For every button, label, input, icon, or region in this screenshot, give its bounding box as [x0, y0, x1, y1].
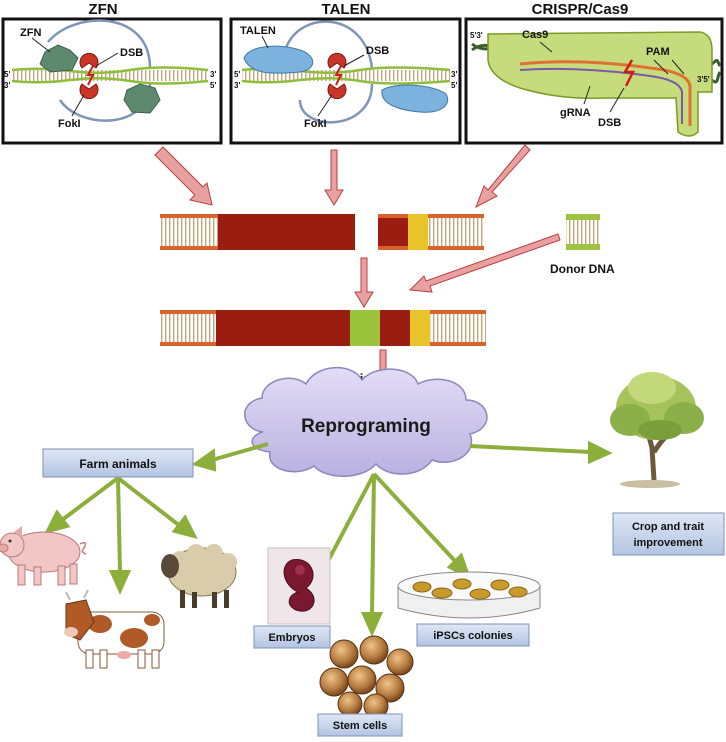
donor-dna — [566, 214, 600, 250]
cas9-protein — [487, 31, 713, 137]
crop-label-line1: Crop and trait — [632, 521, 704, 533]
farm-animals-label: Farm animals — [79, 457, 157, 471]
dsb-label-zfn: DSB — [120, 47, 143, 59]
cas9-label: Cas9 — [522, 29, 548, 41]
dna-strand-zfn — [11, 66, 209, 85]
fokl-bottom — [327, 83, 347, 100]
title-talen: TALEN — [322, 1, 371, 18]
petri-dish-icon — [397, 571, 541, 619]
title-zfn: ZFN — [88, 1, 117, 18]
dna-repaired — [160, 310, 486, 346]
fokl-top — [79, 52, 99, 69]
donor-dna-label: Donor DNA — [550, 262, 615, 276]
arrow-talen-to-dna — [324, 149, 344, 206]
crop-box — [612, 512, 725, 556]
panel-talen: TALEN DSB FokI 5' 3' 3' 5' — [229, 17, 462, 145]
end-label: 3'5' — [697, 75, 710, 84]
stem-cells-icon — [319, 635, 414, 719]
zfn-label: ZFN — [20, 27, 41, 39]
dsb-icon — [86, 65, 95, 86]
embryo-icon — [267, 547, 331, 625]
arrow-donor-to-dna — [408, 233, 561, 293]
sheep-icon — [161, 544, 237, 608]
farm-animals-box — [42, 448, 194, 478]
end-label: 5'3' — [470, 31, 483, 40]
end-label: 3' — [451, 70, 457, 79]
dsb-label-talen: DSB — [366, 45, 389, 57]
fokl-label-talen: FokI — [304, 118, 327, 130]
end-label: 3' — [210, 70, 216, 79]
end-label: 3' — [4, 81, 10, 90]
ipscs-box — [416, 623, 530, 647]
fokl-bottom — [79, 83, 99, 100]
embryos-box — [253, 625, 331, 649]
arrow-zfn-to-dna — [154, 146, 213, 206]
tree-icon — [610, 372, 704, 488]
talen-protein-top — [243, 45, 314, 74]
talen-label: TALEN — [240, 25, 276, 37]
crop-label-line2: improvement — [633, 537, 702, 549]
fokl-top — [327, 52, 347, 69]
stem-cells-label: Stem cells — [333, 720, 387, 732]
reprograming-cloud — [244, 366, 488, 477]
end-label: 5' — [234, 70, 240, 79]
embryos-label: Embryos — [268, 632, 315, 644]
end-label: 3' — [234, 81, 240, 90]
pig-icon — [0, 526, 87, 586]
stem-cells-box — [317, 713, 403, 737]
dsb-icon — [334, 65, 343, 86]
grna-label: gRNA — [560, 107, 591, 119]
talen-protein-bottom — [381, 84, 449, 113]
title-crispr: CRISPR/Cas9 — [532, 1, 629, 18]
grna-strand — [519, 60, 692, 126]
end-label: 5' — [210, 81, 216, 90]
pink-arrows-top — [154, 144, 561, 394]
end-label: 5' — [451, 81, 457, 90]
dna-broken — [160, 214, 484, 250]
panel-zfn: ZFN DSB FokI 5' 3' 3' 5' — [1, 17, 223, 145]
pam-label: PAM — [646, 46, 670, 58]
dsb-label-crispr: DSB — [598, 117, 621, 129]
cow-icon — [64, 589, 165, 669]
zfn-protein-bottom — [123, 83, 161, 114]
reprograming-label: Reprograming — [301, 416, 431, 437]
dsb-icon — [622, 59, 636, 87]
panel-crispr: Cas9 PAM gRNA DSB 5'3' 3'5' — [464, 17, 724, 145]
end-label: 5' — [4, 70, 10, 79]
arrow-middle — [354, 257, 374, 308]
arrow-crispr-to-dna — [475, 144, 531, 209]
fokl-label-zfn: FokI — [58, 118, 81, 130]
ipscs-label: iPSCs colonies — [433, 630, 512, 642]
